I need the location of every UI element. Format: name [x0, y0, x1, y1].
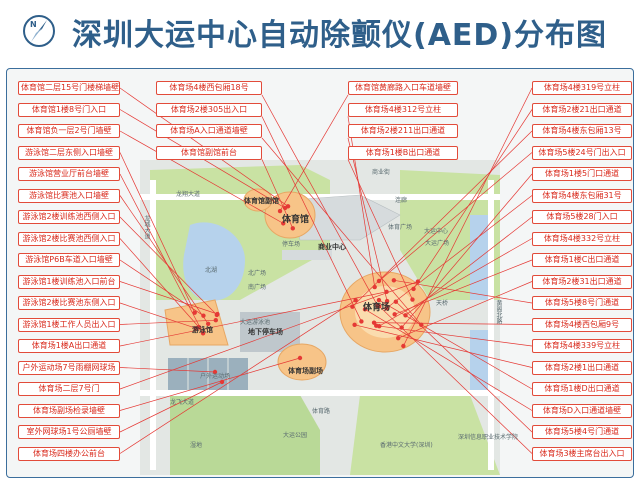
- aed-location-label: 体育场1楼B出口通道: [348, 146, 458, 160]
- aed-point: [214, 318, 218, 322]
- aed-location-label: 体育场2楼1出口通道: [532, 361, 632, 375]
- aed-location-label: 体育场1楼C出口通道: [532, 253, 632, 267]
- road: [488, 180, 494, 470]
- lot-name: 停车场: [282, 239, 300, 248]
- aed-point: [201, 313, 205, 317]
- pool-hall-name: 大运游泳池: [240, 317, 270, 326]
- aed-point: [298, 356, 302, 360]
- lake-name: 北湖: [205, 265, 217, 274]
- aed-location-label: 游泳馆二层东侧入口墙壁: [18, 146, 120, 160]
- plaza-name: 北广场: [248, 268, 266, 277]
- aed-point: [215, 312, 219, 316]
- aed-location-label: 体育场4楼312号立柱: [348, 103, 458, 117]
- aed-location-label: 体育场副场检录墙壁: [18, 404, 120, 418]
- street-name: 商业街: [372, 167, 390, 176]
- road-east: 黄阁北路: [494, 300, 503, 324]
- aed-location-label: 游泳馆2楼比赛池东侧入口: [18, 296, 120, 310]
- road-north: 龙翔大道: [176, 189, 200, 198]
- aed-location-label: 游泳馆营业厅前台墙壁: [18, 167, 120, 181]
- aed-location-label: 游泳馆比赛池入口墙壁: [18, 189, 120, 203]
- aed-point: [410, 297, 414, 301]
- aed-point: [359, 319, 363, 323]
- aed-location-label: 体育场4楼319号立柱: [532, 81, 632, 95]
- road-south: 龙飞大道: [170, 397, 194, 406]
- plaza-name: 大运广场: [425, 238, 449, 247]
- wetland-name: 湿地: [190, 440, 202, 449]
- aed-point: [373, 285, 377, 289]
- commercial-name: 商业中心: [318, 242, 346, 252]
- aed-point: [352, 323, 356, 327]
- aed-point: [374, 324, 378, 328]
- gym-name: 体育馆: [282, 212, 309, 225]
- aed-point: [377, 279, 381, 283]
- plaza-name: 体育广场: [388, 222, 412, 231]
- aed-location-label: 体育场1楼5门口通道: [532, 167, 632, 181]
- road: [140, 390, 500, 396]
- park-name: 大运公园: [283, 430, 307, 439]
- crossing-name: 天桥: [436, 298, 448, 307]
- aed-location-label: 游泳馆1楼训练池入口前台: [18, 275, 120, 289]
- aed-point: [419, 323, 423, 327]
- aed-location-label: 体育场D入口通道墙壁: [532, 404, 632, 418]
- aed-point: [394, 300, 398, 304]
- aed-point: [401, 344, 405, 348]
- center-east-name: 大运中心: [424, 226, 448, 235]
- aed-location-label: 游泳馆1楼工作人员出入口: [18, 318, 120, 332]
- gym-sub-name: 体育馆副馆: [244, 196, 279, 206]
- bridge-name: 连廊: [395, 195, 407, 204]
- aed-location-label: 体育场5楼8号门通道: [532, 296, 632, 310]
- parking-name: 地下停车场: [248, 327, 283, 337]
- road-mid: 体育路: [312, 406, 330, 415]
- aed-point: [392, 278, 396, 282]
- aed-location-label: 体育场5楼28门入口: [532, 210, 632, 224]
- aed-location-label: 体育馆负一层2号门墙壁: [18, 124, 120, 138]
- aed-point: [392, 312, 396, 316]
- aed-location-label: 体育场4楼东包厢31号: [532, 189, 632, 203]
- aed-location-label: 体育场4楼东包厢13号: [532, 124, 632, 138]
- aed-location-label: 体育场四楼办公前台: [18, 447, 120, 461]
- aed-location-label: 体育场4楼西包厢18号: [156, 81, 262, 95]
- aed-location-label: 体育场二层7号门: [18, 382, 120, 396]
- aed-location-label: 体育场1楼A出口通道: [18, 339, 120, 353]
- aed-location-label: 体育场2楼31出口通道: [532, 275, 632, 289]
- aed-point: [220, 380, 224, 384]
- aed-location-label: 游泳馆2楼比赛池西侧入口: [18, 232, 120, 246]
- aed-location-label: 体育场4楼西包厢9号: [532, 318, 632, 332]
- aed-location-label: 游泳馆2楼训练池西侧入口: [18, 210, 120, 224]
- aed-location-label: 游泳馆P6B车道入口墙壁: [18, 253, 120, 267]
- aed-location-label: 室外网球场1号公厕墙壁: [18, 425, 120, 439]
- aed-location-label: 体育馆副馆前台: [156, 146, 262, 160]
- aed-location-label: 体育场3楼主席台出入口: [532, 447, 632, 461]
- aed-location-label: 体育场2楼21出口通道: [532, 103, 632, 117]
- aed-location-label: 体育馆1楼8号门入口: [18, 103, 120, 117]
- school-name: 香港中文大学(深圳): [380, 440, 433, 449]
- aed-location-label: 体育馆黄廊路入口车道墙壁: [348, 81, 458, 95]
- school-name: 深圳信息职业技术学院: [458, 432, 518, 441]
- aed-location-label: 体育场5楼4号门通道: [532, 425, 632, 439]
- outdoor-court-name: 户外运动场: [200, 371, 230, 380]
- natatorium-name: 游泳馆: [192, 325, 213, 335]
- aed-location-label: 体育场2楼305出入口: [156, 103, 262, 117]
- aed-point: [291, 226, 295, 230]
- aed-location-label: 体育场A入口通道墙壁: [156, 124, 262, 138]
- aed-location-label: 体育场1楼D出口通道: [532, 382, 632, 396]
- aed-location-label: 户外运动场7号雨棚网球场: [18, 361, 120, 375]
- aed-location-label: 体育场4楼332号立柱: [532, 232, 632, 246]
- aed-point: [396, 336, 400, 340]
- stadium-name: 体育场: [363, 300, 390, 313]
- aed-location-label: 体育场5楼24号门出入口: [532, 146, 632, 160]
- aed-location-label: 体育场2楼211出口通道: [348, 124, 458, 138]
- plaza-name: 南广场: [248, 282, 266, 291]
- aed-location-label: 体育场4楼339号立柱: [532, 339, 632, 353]
- aed-location-label: 体育馆二层15号门楼梯墙壁: [18, 81, 120, 95]
- road-west: 龙城大道: [142, 215, 151, 239]
- sub-field-name: 体育场副场: [288, 366, 323, 376]
